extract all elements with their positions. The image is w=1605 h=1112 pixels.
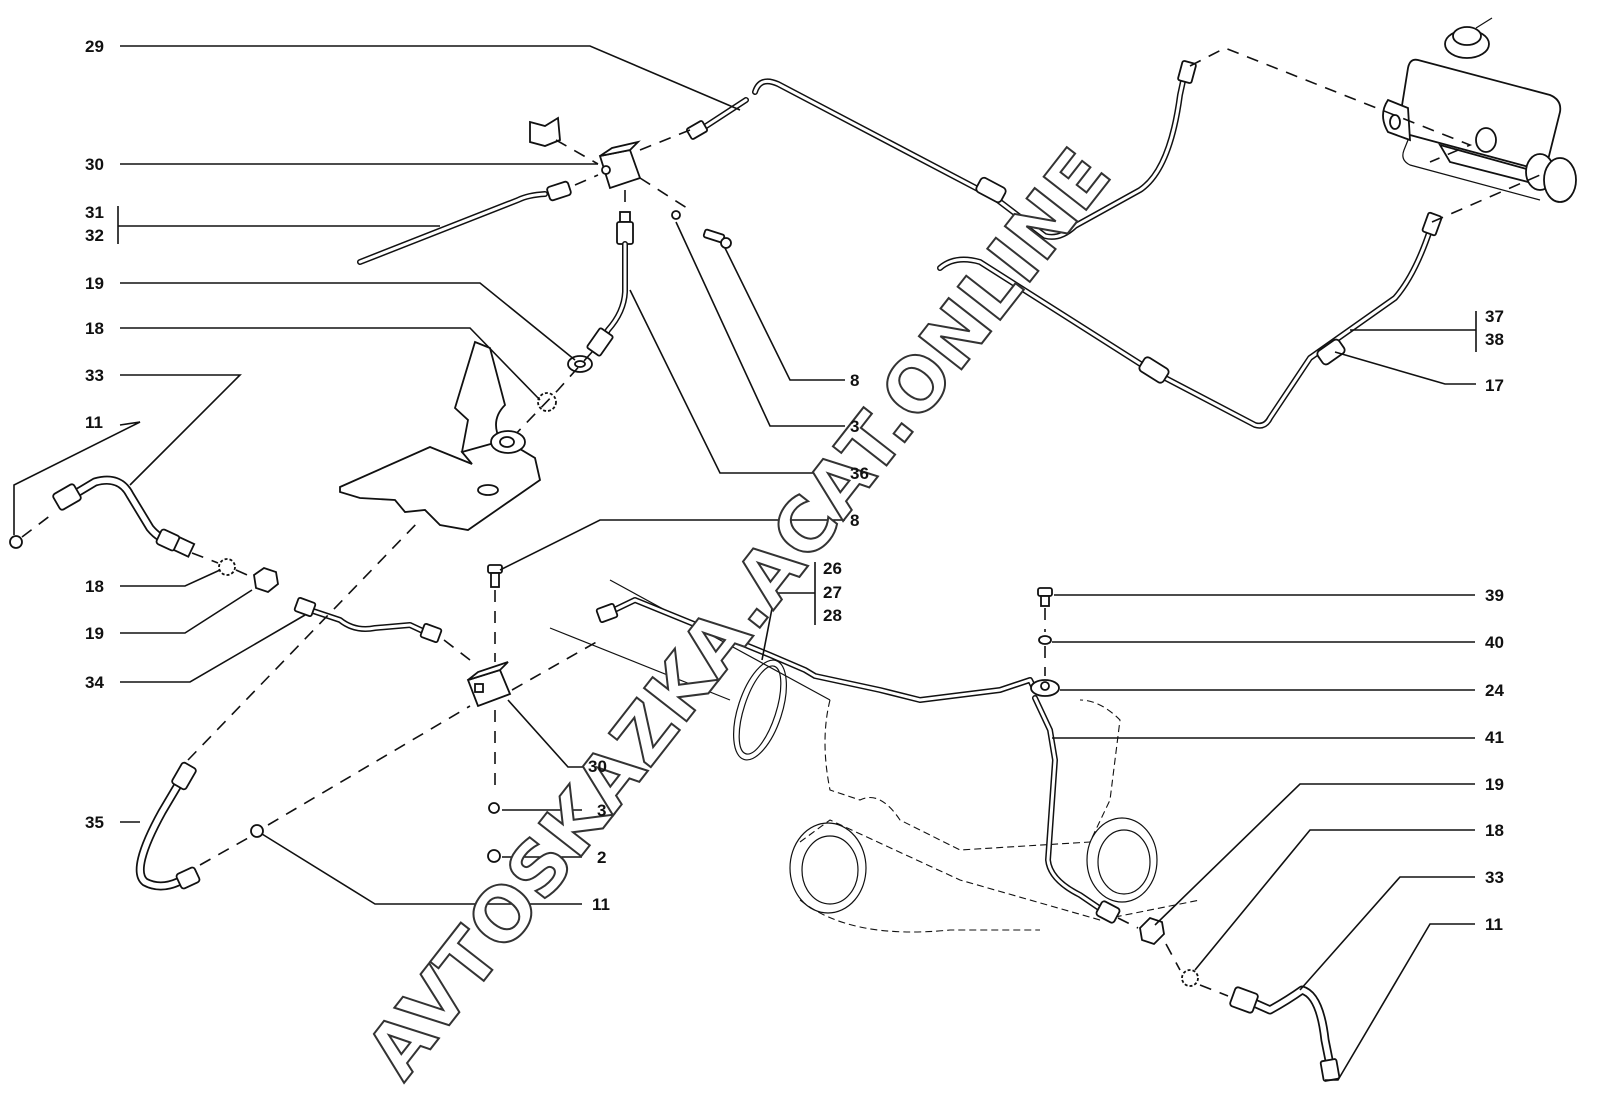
callout-29: 29 — [85, 37, 104, 56]
connection-line — [199, 837, 249, 866]
bracket-clip — [529, 116, 561, 147]
brake-line-29-end — [686, 97, 749, 140]
callout-19-left: 19 — [85, 624, 104, 643]
connection-line — [267, 639, 601, 826]
axle-brake-line-26-28 — [595, 597, 1038, 703]
connection-line — [1189, 47, 1473, 163]
washer-3-lower — [488, 802, 500, 814]
callout-11-lower: 11 — [592, 895, 610, 914]
connection-line — [1117, 917, 1229, 997]
callout-30-lower: 30 — [588, 757, 607, 776]
callout-8-lower: 8 — [850, 511, 860, 530]
brake-hose-33-left — [52, 475, 196, 558]
callout-17: 17 — [1485, 376, 1504, 395]
callout-18-right: 18 — [1485, 821, 1504, 840]
lock-washer-18-right — [1181, 969, 1199, 987]
callout-40: 40 — [1485, 633, 1504, 652]
lock-washer-18-left — [218, 558, 236, 576]
connection-line — [1431, 174, 1541, 223]
connection-line — [555, 139, 599, 165]
callout-34: 34 — [85, 673, 104, 692]
brake-line-31-32 — [357, 180, 572, 265]
callout-32: 32 — [85, 226, 104, 245]
callout-37: 37 — [1485, 307, 1504, 326]
callout-33-left: 33 — [85, 366, 104, 385]
rear-axle-housing — [549, 579, 1201, 933]
connection-line — [191, 552, 255, 579]
connection-line — [574, 174, 599, 186]
callout-36: 36 — [850, 464, 869, 483]
connection-line — [639, 177, 691, 211]
callout-19-upper: 19 — [85, 274, 104, 293]
bolt-8-lower — [487, 564, 503, 588]
bolt-39 — [1037, 587, 1053, 607]
callout-39: 39 — [1485, 586, 1504, 605]
callout-35: 35 — [85, 813, 104, 832]
callout-26: 26 — [823, 559, 842, 578]
axle-brake-line-41 — [1032, 695, 1121, 924]
callout-27: 27 — [823, 583, 842, 602]
leader-lines — [13, 45, 1477, 1081]
callout-3-upper: 3 — [850, 417, 860, 436]
tee-fitting-24 — [1030, 679, 1060, 697]
connection-line — [187, 519, 421, 761]
connection-line — [443, 639, 471, 661]
connection-line — [639, 129, 691, 151]
nut-19-right — [1139, 916, 1165, 946]
callout-3-lower: 3 — [597, 801, 607, 820]
brake-hose-35 — [135, 761, 201, 891]
brake-line-36 — [586, 211, 634, 357]
brake-hose-33-right — [1229, 985, 1341, 1082]
connection-line — [509, 351, 593, 441]
callout-41: 41 — [1485, 728, 1504, 747]
callout-19-right: 19 — [1485, 775, 1504, 794]
master-cylinder — [1382, 17, 1577, 203]
callout-11-right: 11 — [1485, 915, 1503, 934]
nut-2 — [487, 849, 501, 863]
callout-18-upper: 18 — [85, 319, 104, 338]
callout-33-right: 33 — [1485, 868, 1504, 887]
upper-brake-line-29 — [752, 60, 1197, 240]
washer-3-upper — [671, 210, 681, 220]
bolt-8-upper — [702, 228, 732, 249]
washer-11-left — [9, 535, 23, 549]
callout-18-left: 18 — [85, 577, 104, 596]
connection-line — [21, 511, 56, 538]
washer-11-lower — [250, 824, 264, 838]
callout-2: 2 — [597, 848, 607, 867]
tee-block-upper — [598, 140, 642, 190]
callout-31: 31 — [85, 203, 104, 222]
upper-brake-line-37-38 — [937, 211, 1443, 429]
support-bracket — [339, 340, 542, 531]
brake-line-34 — [293, 597, 443, 643]
nut-19-upper — [567, 355, 593, 373]
callout-30-upper: 30 — [85, 155, 104, 174]
tee-block-lower — [466, 661, 512, 708]
callout-8-upper: 8 — [850, 371, 860, 390]
washer-40 — [1038, 635, 1052, 645]
callout-38: 38 — [1485, 330, 1504, 349]
callout-11-left: 11 — [85, 413, 103, 432]
nut-19-left — [253, 567, 279, 594]
callout-28: 28 — [823, 606, 842, 625]
callout-24: 24 — [1485, 681, 1504, 700]
